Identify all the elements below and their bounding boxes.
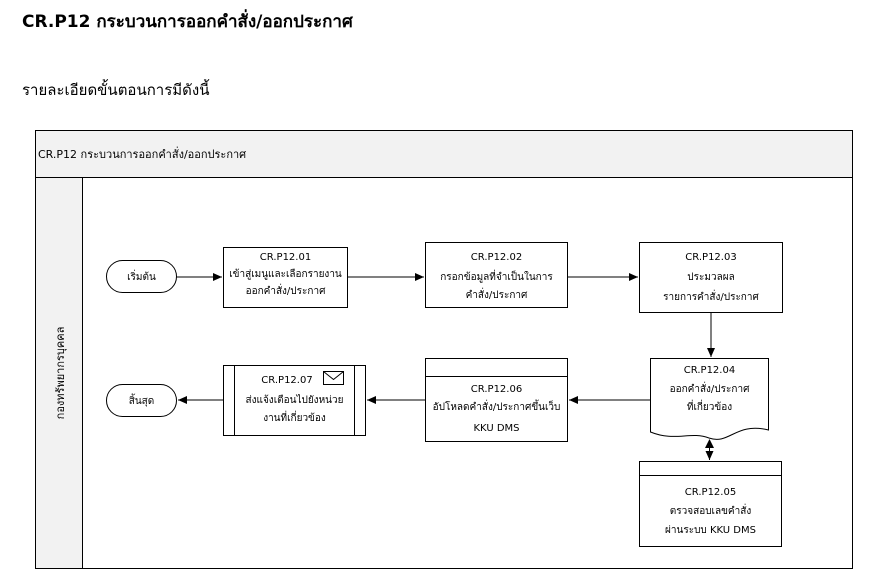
pool-title: CR.P12 กระบวนการออกคำสั่ง/ออกประกาศ — [38, 146, 246, 161]
step-01-code: CR.P12.01 — [260, 252, 311, 263]
step-cr-p12-04[interactable] — [650, 358, 769, 440]
step-03-line-2: รายการคำสั่ง/ประกาศ — [663, 289, 759, 303]
end-terminal[interactable] — [106, 384, 177, 417]
step-04-line-2: ที่เกี่ยวข้อง — [687, 399, 732, 413]
step-02-code: CR.P12.02 — [471, 252, 522, 263]
step-05-line-1: ตรวจสอบเลขคำสั่ง — [670, 503, 752, 517]
page-title: CR.P12 กระบวนการออกคำสั่ง/ออกประกาศ — [22, 12, 353, 32]
step-01-line-2: ออกคำสั่ง/ประกาศ — [246, 283, 326, 297]
step-02-line-1: กรอกข้อมูลที่จำเป็นในการ — [440, 269, 553, 283]
step-07-line-1: ส่งแจ้งเตือนไปยังหน่วย — [246, 394, 344, 406]
step-03-code: CR.P12.03 — [685, 252, 736, 263]
step-05-line-2: ผ่านระบบ KKU DMS — [665, 525, 756, 536]
step-04-line-1: ออกคำสั่ง/ประกาศ — [670, 381, 750, 395]
pool-header — [35, 130, 853, 178]
step-06-line-1: อัปโหลดคำสั่ง/ประกาศขึ้นเว็บ — [433, 399, 561, 413]
step-cr-p12-06[interactable] — [425, 358, 568, 442]
step-05-code: CR.P12.05 — [685, 487, 736, 498]
lane-label-column — [35, 177, 83, 569]
step-06-code: CR.P12.06 — [471, 384, 522, 395]
step-02-line-2: คำสั่ง/ประกาศ — [466, 287, 528, 301]
envelope-icon — [323, 371, 344, 385]
step-cr-p12-03[interactable] — [639, 242, 783, 313]
step-03-line-1: ประมวลผล — [687, 272, 734, 283]
step-04-code: CR.P12.04 — [684, 365, 735, 376]
step-07-code: CR.P12.07 — [261, 375, 312, 386]
arrowhead-05-to-04 — [705, 439, 714, 448]
end-terminal-label: สิ้นสุด — [129, 393, 155, 407]
step-01-line-1: เข้าสู่เมนูและเลือกรายงาน — [229, 268, 342, 280]
step-cr-p12-02[interactable] — [425, 242, 568, 308]
start-terminal-label: เริ่มต้น — [127, 269, 156, 283]
page-subtitle: รายละเอียดขั้นตอนการมีดังนี้ — [22, 81, 210, 99]
step-06-line-2: KKU DMS — [473, 423, 519, 434]
lane-label: กองทรัพยากรบุคคล — [54, 327, 67, 420]
step-07-line-2: งานที่เกี่ยวข้อง — [263, 410, 326, 424]
